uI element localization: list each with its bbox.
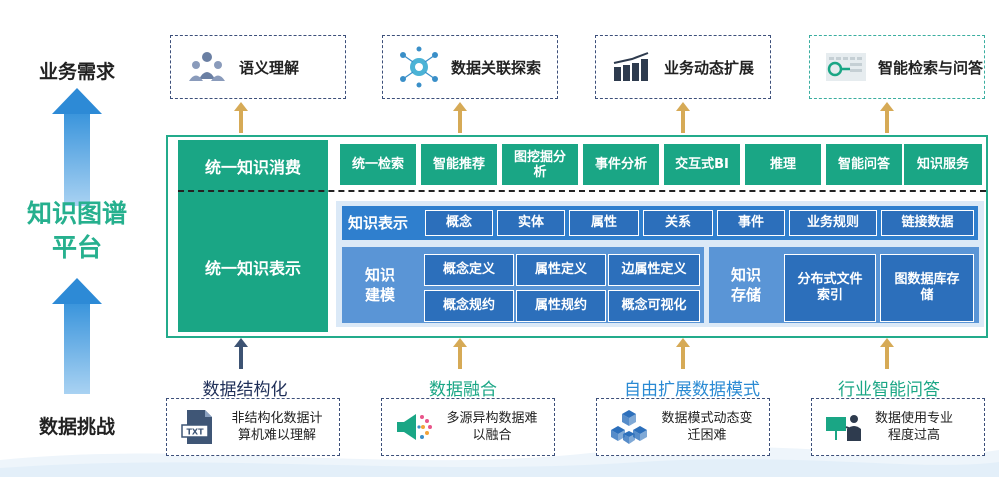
platform-title-line-1: 知识图谱 [26,199,127,228]
modeling-label-text: 知识建模 [364,266,395,304]
modeling-block-label: 知识建模 [350,265,410,305]
consumption-item-qa: 智能问答 [826,144,902,185]
consumption-item-interactive-bi: 交互式BI [664,144,740,185]
consumption-layer-label: 统一知识消费 [204,158,301,177]
need-label: 语义理解 [239,58,300,77]
search-key-icon [826,53,866,81]
up-arrow-lower [52,278,102,394]
rep-item-entity: 实体 [497,210,565,236]
need-data-association: 数据关联探索 [382,35,558,99]
arrow-to-need-3 [676,102,690,133]
modeling-item-attribute-def: 属性定义 [516,254,606,286]
platform-title: 知识图谱 平台 [17,197,137,265]
presenter-icon [826,415,861,441]
challenge-title-industry-qa: 行业智能问答 [838,380,940,400]
arrow-to-need-1 [234,102,248,133]
storage-block-label: 知识存储 [715,265,777,305]
rep-item-business-rules: 业务规则 [789,210,877,236]
arrow-from-challenge-4 [880,338,894,369]
challenge-text: 数据模式动态变迁困难 [661,411,753,443]
arrow-to-need-2 [453,102,467,133]
need-intelligent-search: 智能检索与问答 [809,35,985,99]
platform-title-line-2: 平台 [51,233,102,262]
need-label: 数据关联探索 [451,58,542,77]
modeling-item-attribute-constraint: 属性规约 [516,290,606,322]
challenge-title-structuring: 数据结构化 [202,380,288,400]
modeling-item-concept-def: 概念定义 [424,254,514,286]
representation-bar-label: 知识表示 [348,214,409,232]
data-network-icon [400,46,438,88]
storage-label-text: 知识存储 [730,266,761,304]
challenge-text: 非结构化数据计算机难以理解 [231,411,323,443]
txt-file-icon: TXT [181,410,212,444]
megaphone-merge-icon [397,414,432,440]
storage-item-graph-db: 图数据库存储 [880,254,974,322]
need-label: 业务动态扩展 [664,58,755,77]
challenge-box-industry-qa: 数据使用专业程度过高 [811,398,985,456]
challenge-box-fusion: 多源异构数据难以融合 [381,398,555,456]
challenge-title-schema-extension: 自由扩展数据模式 [624,380,760,400]
arrow-from-challenge-3 [676,338,690,369]
consumption-item-graph-mining: 图挖掘分析 [502,144,578,185]
arrow-to-need-4 [880,102,894,133]
challenge-title-fusion: 数据融合 [429,380,497,400]
challenge-box-schema-extension: 数据模式动态变迁困难 [596,398,770,456]
layer-divider [178,190,986,192]
svg-text:TXT: TXT [186,428,204,437]
consumption-item-knowledge-service: 知识服务 [904,144,982,185]
challenge-box-structuring: TXT 非结构化数据计算机难以理解 [166,398,340,456]
representation-layer-label: 统一知识表示 [204,259,301,278]
need-business-expansion: 业务动态扩展 [595,35,771,99]
data-challenges-label: 数据挑战 [38,416,115,438]
people-network-icon [189,52,225,81]
arrow-from-challenge-1 [234,338,248,369]
modeling-item-edge-attribute-def: 边属性定义 [608,254,700,286]
rep-item-attribute: 属性 [569,210,639,236]
rep-item-linked-data: 链接数据 [881,210,974,236]
arrow-from-challenge-2 [453,338,467,369]
consumption-item-recommendation: 智能推荐 [421,144,497,185]
challenge-text: 多源异构数据难以融合 [446,411,538,443]
need-semantic-understanding: 语义理解 [170,35,346,99]
modeling-item-concept-visualization: 概念可视化 [608,290,700,322]
platform-layer-column [178,140,328,332]
storage-item-distributed-index: 分布式文件索引 [784,254,876,322]
consumption-item-unified-search: 统一检索 [340,144,416,185]
rep-item-event: 事件 [717,210,785,236]
need-label: 智能检索与问答 [878,58,984,77]
modeling-item-concept-constraint: 概念规约 [424,290,514,322]
business-needs-label: 业务需求 [38,61,115,83]
challenge-text: 数据使用专业程度过高 [874,411,953,443]
up-arrow-upper [52,88,102,206]
consumption-item-reasoning: 推理 [745,144,821,185]
cube-cluster-icon [611,410,647,444]
consumption-item-event-analysis: 事件分析 [583,144,659,185]
bar-chart-icon [613,52,649,81]
rep-item-concept: 概念 [425,210,493,236]
rep-item-relation: 关系 [643,210,713,236]
